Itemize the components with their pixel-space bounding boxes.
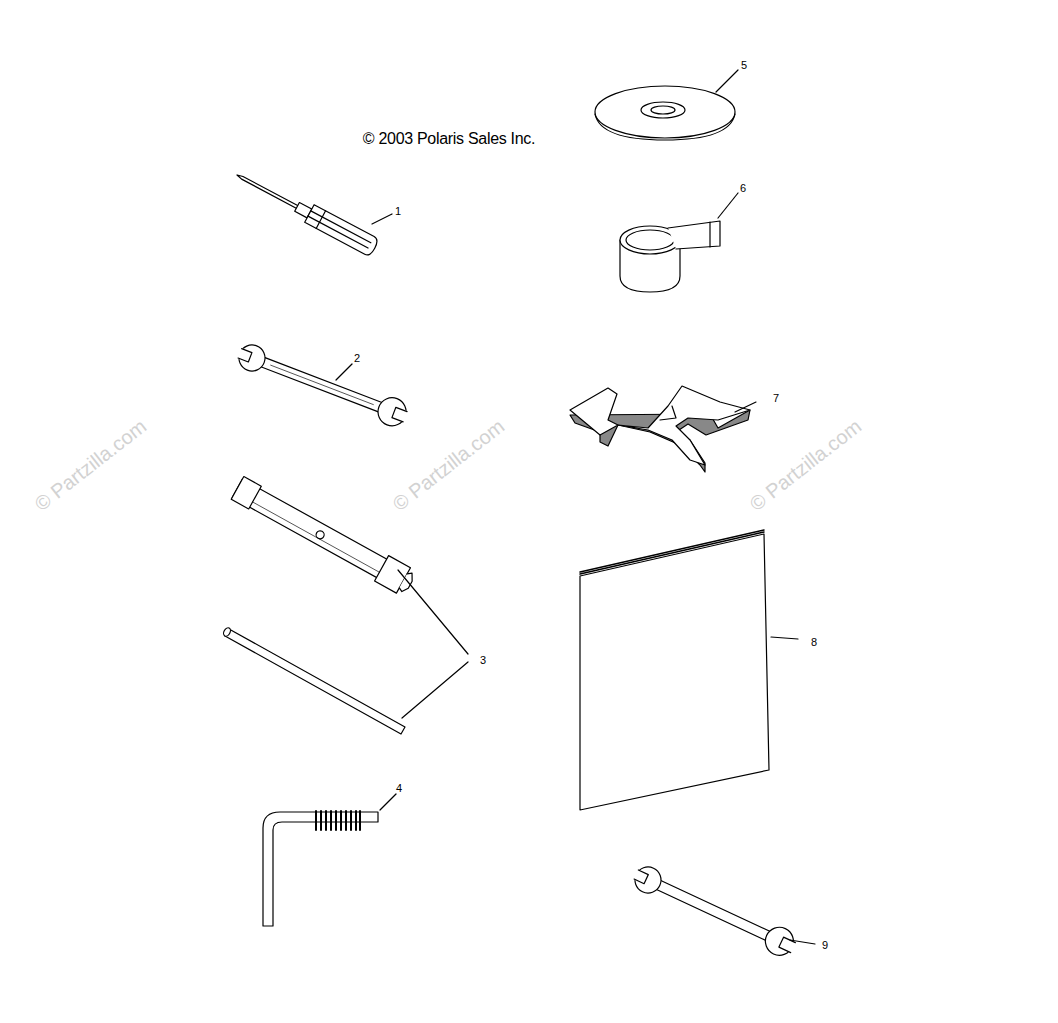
callout-number: 7 bbox=[773, 393, 779, 404]
tape-roll-drawing-part bbox=[668, 221, 720, 249]
callout-number: 1 bbox=[395, 206, 401, 217]
hex-key-drawing bbox=[263, 794, 396, 926]
hex-key-drawing-part bbox=[263, 812, 378, 926]
tape-roll-drawing bbox=[620, 193, 738, 292]
leader-line bbox=[398, 570, 468, 654]
wrench-drawing-part bbox=[779, 937, 798, 954]
wrench-drawing-part bbox=[374, 394, 410, 430]
screwdriver-drawing-part bbox=[308, 216, 368, 248]
holding-tool-drawing-part bbox=[660, 406, 676, 420]
disc-drawing-part bbox=[651, 106, 675, 114]
rod-drawing-part bbox=[225, 629, 405, 734]
wrench-drawing-part bbox=[779, 937, 795, 952]
callout-number: 8 bbox=[811, 637, 817, 648]
holding-tool-drawing bbox=[570, 386, 756, 472]
wrench-drawing-part bbox=[634, 870, 648, 884]
callout-number: 5 bbox=[741, 60, 747, 71]
wrench-drawing-part bbox=[631, 869, 648, 884]
tape-roll-drawing-part bbox=[709, 222, 710, 247]
tube-spanner-drawing-part bbox=[315, 529, 326, 540]
rod-drawing-part bbox=[222, 627, 232, 638]
callout-number: 4 bbox=[396, 783, 402, 794]
wrench-drawing-part bbox=[392, 407, 407, 422]
callout-number: 2 bbox=[354, 353, 360, 364]
tube-spanner-drawing-part bbox=[253, 502, 380, 572]
watermark: © Partzilla.com bbox=[746, 416, 865, 515]
hex-key-drawing-part-part bbox=[335, 811, 337, 830]
copyright-note: © 2003 Polaris Sales Inc. bbox=[363, 131, 535, 147]
wrench-drawing-part bbox=[631, 863, 666, 898]
leader-line bbox=[402, 662, 468, 718]
leader-line bbox=[336, 364, 352, 380]
screwdriver-drawing-part bbox=[305, 205, 380, 257]
wrench-drawing-part bbox=[392, 407, 411, 423]
manual-drawing bbox=[580, 530, 798, 810]
wrench-drawing bbox=[232, 339, 414, 431]
hex-key-drawing-part-part bbox=[359, 811, 361, 830]
manual-drawing-part bbox=[580, 534, 769, 810]
hex-key-drawing-part-part bbox=[325, 811, 327, 830]
screwdriver-drawing-part bbox=[316, 211, 325, 229]
leader-line bbox=[372, 214, 392, 224]
hex-key-drawing-part-part bbox=[315, 811, 317, 830]
callout-number: 9 bbox=[822, 940, 828, 951]
holding-tool-drawing-part bbox=[735, 402, 756, 412]
wrench-drawing-part bbox=[761, 923, 798, 960]
tape-roll-drawing-part bbox=[626, 230, 674, 250]
screwdriver-drawing bbox=[232, 166, 379, 257]
tube-spanner-drawing bbox=[230, 476, 417, 597]
hex-key-drawing-part-part bbox=[350, 811, 352, 830]
screwdriver-drawing-part bbox=[311, 211, 371, 243]
wrench-drawing-part bbox=[238, 349, 252, 362]
hex-key-drawing-part-part bbox=[340, 811, 342, 830]
disc-drawing bbox=[595, 70, 738, 140]
disc-drawing-part bbox=[716, 70, 738, 92]
screwdriver-drawing-part bbox=[236, 174, 299, 210]
tube-spanner-drawing-part bbox=[398, 571, 415, 593]
callout-number: 3 bbox=[480, 655, 486, 666]
leader-line bbox=[790, 940, 815, 944]
holding-tool-drawing-part bbox=[570, 386, 750, 465]
callout-number: 6 bbox=[740, 183, 746, 194]
hex-key-drawing-part-part bbox=[355, 811, 357, 830]
wrench-drawing-part bbox=[655, 880, 773, 942]
watermark: © Partzilla.com bbox=[389, 416, 508, 515]
wrench-drawing bbox=[628, 861, 802, 962]
rod-drawing bbox=[222, 627, 405, 734]
manual-drawing-part bbox=[580, 530, 764, 574]
watermark: © Partzilla.com bbox=[31, 416, 150, 515]
hex-key-drawing-part-part bbox=[345, 811, 347, 830]
hex-key-drawing-part bbox=[380, 794, 396, 810]
disc-drawing-part bbox=[595, 86, 735, 138]
wrench-drawing-part bbox=[235, 348, 252, 362]
wrench-drawing-part bbox=[235, 341, 269, 375]
hex-key-drawing-part bbox=[316, 811, 360, 830]
wrench-drawing-part bbox=[271, 365, 374, 404]
wrench-drawing-part bbox=[260, 357, 385, 413]
hex-key-drawing-part-part bbox=[320, 811, 322, 830]
manual-drawing-part bbox=[771, 637, 798, 639]
hex-key-drawing-part-part bbox=[330, 811, 332, 830]
tape-roll-drawing-part bbox=[718, 193, 738, 218]
tube-spanner-drawing-part bbox=[232, 479, 404, 587]
disc-drawing-part bbox=[641, 102, 685, 118]
